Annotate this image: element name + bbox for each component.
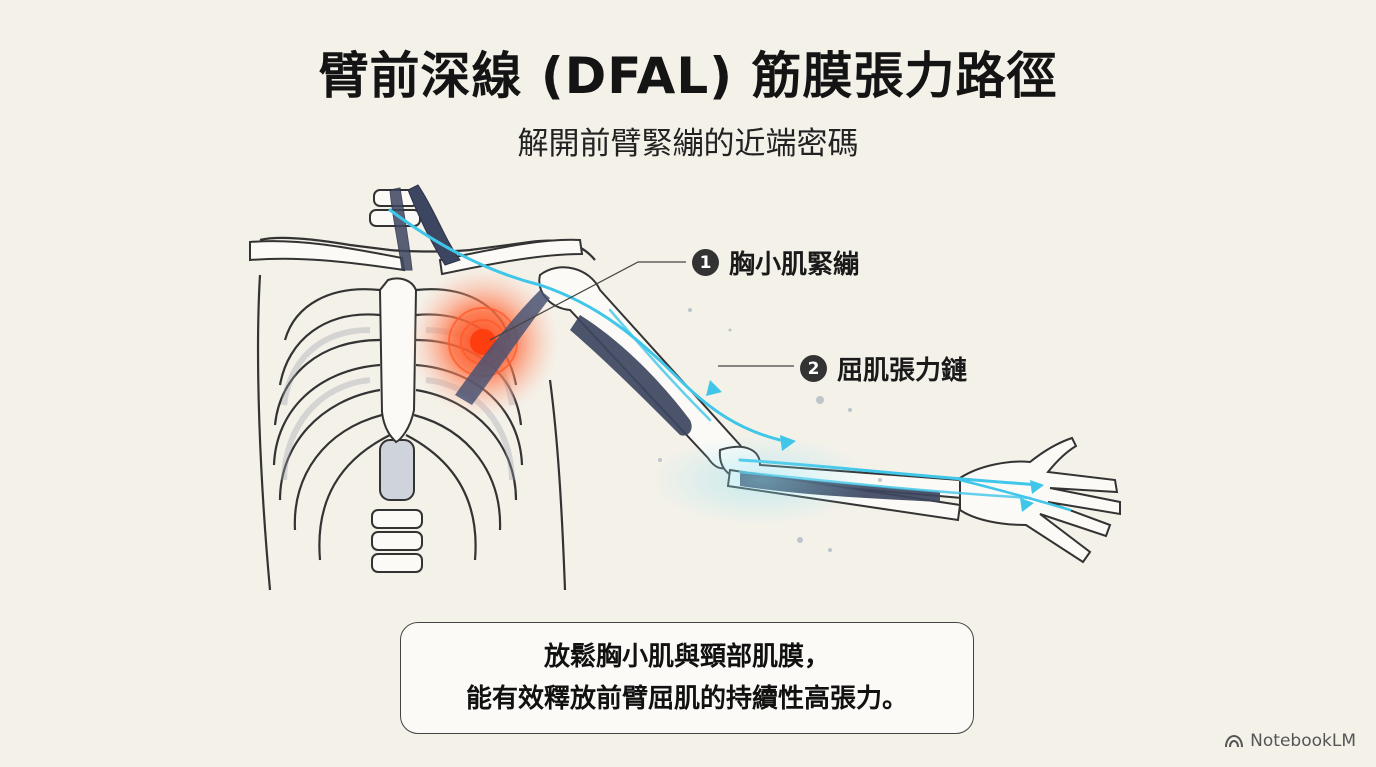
summary-box: 放鬆胸小肌與頸部肌膜， 能有效釋放前臂屈肌的持續性高張力。 <box>400 622 974 734</box>
callout-number-badge: 1 <box>692 249 719 276</box>
particles <box>658 308 882 552</box>
page-title: 臂前深線 (DFAL) 筋膜張力路徑 <box>318 47 1058 105</box>
clavicles <box>249 238 584 276</box>
callout-flexor-chain: 2 屈肌張力鏈 <box>800 350 967 387</box>
tension-arrows <box>706 380 1044 512</box>
summary-line-1: 放鬆胸小肌與頸部肌膜， <box>543 642 830 672</box>
callout-label: 屈肌張力鏈 <box>837 356 968 386</box>
neck-muscles <box>389 184 461 271</box>
notebooklm-logo-icon <box>1225 734 1244 748</box>
sternum <box>378 277 418 444</box>
fascia-glow <box>650 435 870 525</box>
summary-line-2: 能有效釋放前臂屈肌的持續性高張力。 <box>465 684 908 714</box>
callout-leaders <box>489 261 794 367</box>
callout-label: 胸小肌緊繃 <box>729 250 860 280</box>
callout-pectoralis-minor: 1 胸小肌緊繃 <box>692 244 859 281</box>
brand-name: NotebookLM <box>1250 731 1356 751</box>
anatomy-illustration <box>249 184 1121 591</box>
page-subtitle: 解開前臂緊繃的近端密碼 <box>517 126 859 162</box>
pectoralis-minor-muscle <box>455 290 550 405</box>
callout-number-badge: 2 <box>800 355 827 382</box>
brand-watermark: NotebookLM <box>1224 731 1356 751</box>
